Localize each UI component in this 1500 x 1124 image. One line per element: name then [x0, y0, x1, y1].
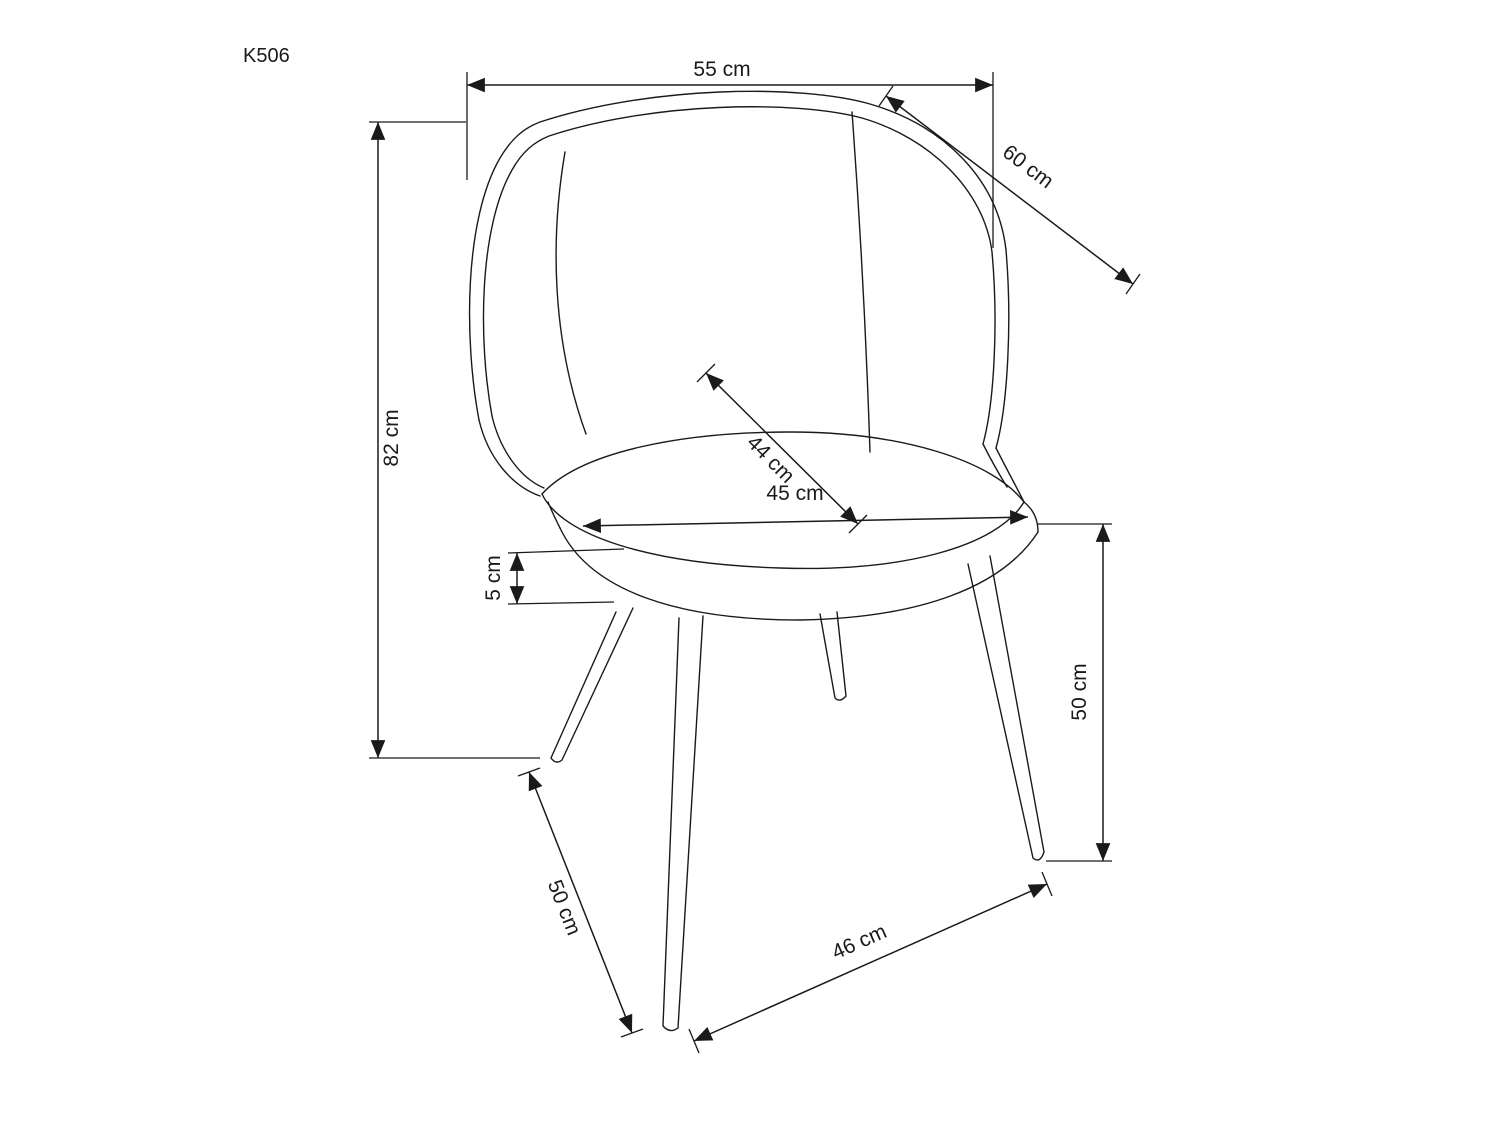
dim-label-seat-depth: 44 cm: [742, 431, 799, 488]
dimension-leg-height-front: 50 cm: [517, 767, 644, 1038]
dimension-top-width: 55 cm: [466, 58, 994, 248]
dim-label-seat-thickness: 5 cm: [482, 555, 505, 601]
chair-seat-rim-right-edge: [1023, 501, 1039, 533]
extension-line: [507, 601, 615, 605]
dim-line: [705, 372, 859, 525]
dimension-seat-thickness: 5 cm: [482, 548, 625, 605]
dim-label-top-width: 55 cm: [693, 58, 750, 81]
dim-line: [582, 510, 1029, 533]
chair-seat-rim-bottom: [559, 527, 1039, 621]
chair-shell-inner: [482, 106, 996, 445]
dim-label-backrest-diagonal: 60 cm: [998, 140, 1058, 193]
dim-label-leg-height-front: 50 cm: [543, 877, 585, 939]
chair-back-seam-left: [555, 151, 587, 435]
model-label: K506: [243, 45, 290, 67]
tick-line: [1041, 871, 1053, 897]
dim-line: [885, 95, 1134, 285]
chair-shell-bottom-left-outer: [478, 419, 541, 497]
chair-shell-bottom-right-outer: [995, 447, 1025, 503]
chair-shell-bottom-right-inner: [982, 443, 1008, 488]
tick-line: [688, 1028, 700, 1054]
tick-line: [1125, 273, 1141, 295]
chair-leg-front-right: [967, 555, 1045, 861]
tick-line: [517, 767, 541, 777]
chair-leg-front-left: [662, 615, 704, 1032]
extension-line: [507, 548, 625, 554]
chair-leg-rear-left: [550, 607, 634, 763]
tick-line: [696, 363, 716, 383]
chair-seat-cushion-front: [541, 493, 1025, 570]
dimension-leg-height-right: 50 cm: [1038, 523, 1112, 862]
chair-leg-rear-right: [819, 611, 847, 701]
dim-line: [528, 771, 633, 1034]
dimension-seat-width: 45 cm: [582, 482, 1029, 533]
dimension-backrest-diagonal: 60 cm: [878, 85, 1141, 295]
chair-drawing: [468, 90, 1045, 1032]
dim-label-leg-height-right: 50 cm: [1068, 663, 1091, 720]
chair-shell-outer: [468, 90, 1010, 449]
dimension-base-width: 46 cm: [688, 871, 1053, 1054]
chair-shell-bottom-left-inner: [491, 415, 545, 489]
tick-line: [878, 85, 894, 107]
tick-line: [620, 1028, 644, 1038]
dim-label-total-height: 82 cm: [380, 409, 403, 466]
dimension-seat-depth: 44 cm: [696, 363, 868, 534]
dim-line: [693, 883, 1048, 1042]
dim-label-seat-width: 45 cm: [766, 482, 823, 505]
chair-seat-rim-left-edge: [547, 501, 561, 529]
dimension-total-height: 82 cm: [369, 121, 540, 759]
chair-back-seam-right: [851, 111, 871, 453]
